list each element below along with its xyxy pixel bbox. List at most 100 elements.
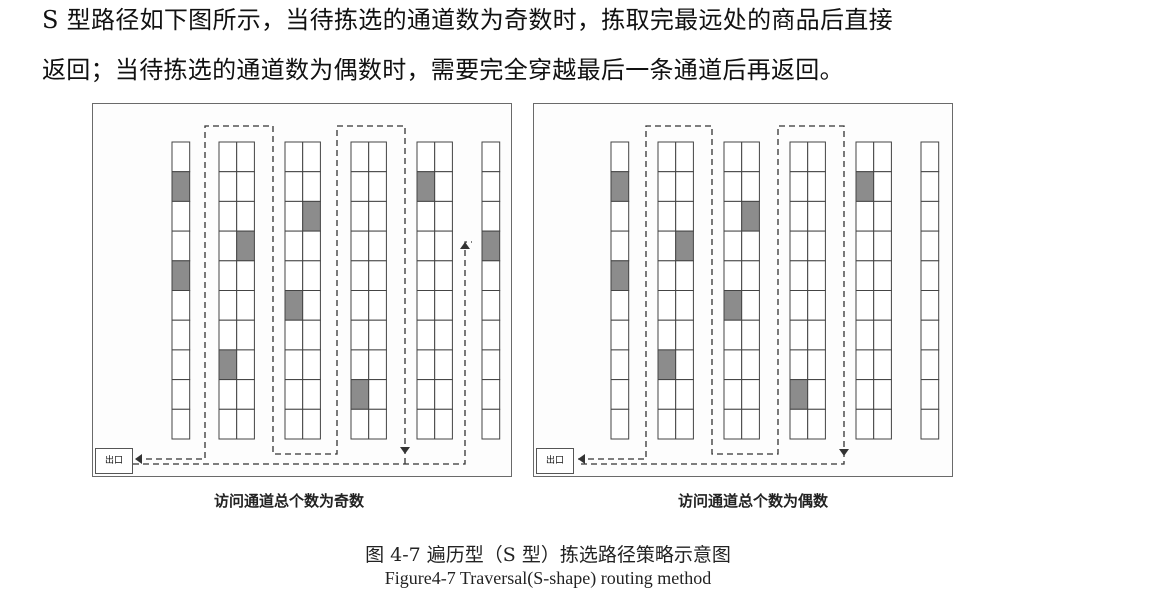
odd-pick-slot — [302, 200, 321, 232]
warehouse-diagram-odd: 出口 — [92, 103, 512, 477]
odd-rack-cell — [218, 171, 238, 202]
even-rack-cell — [789, 230, 809, 262]
even-rack-cell — [920, 290, 940, 321]
caption-even: 访问通道总个数为偶数 — [678, 492, 829, 510]
even-rack-cell — [807, 349, 826, 381]
odd-rack-cell — [302, 230, 321, 262]
undefined-route-path — [133, 125, 472, 465]
odd-rack-cell — [481, 379, 501, 410]
even-rack-cell — [610, 379, 630, 410]
odd-rack-cell — [350, 200, 370, 232]
even-rack-cell — [855, 260, 875, 292]
odd-rack-cell — [302, 141, 321, 173]
exit-label-even: 出口 — [536, 448, 574, 474]
odd-pick-slot — [171, 260, 191, 292]
odd-rack-cell — [416, 408, 436, 440]
odd-rack-cell — [481, 408, 501, 440]
even-pick-slot — [610, 171, 630, 202]
even-rack-cell — [675, 200, 694, 232]
paragraph-line-1: S 型路径如下图所示，当待拣选的通道数为奇数时，拣取完最远处的商品后直接 — [42, 6, 893, 34]
even-rack-cell — [807, 171, 826, 202]
even-rack-cell — [873, 349, 892, 381]
odd-rack-cell — [236, 379, 255, 410]
even-rack-cell — [723, 171, 743, 202]
even-route-arrow — [578, 454, 585, 464]
even-rack-cell — [789, 290, 809, 321]
odd-rack-cell — [481, 349, 501, 381]
even-pick-slot — [741, 200, 760, 232]
even-rack-cell — [657, 230, 677, 262]
even-rack-cell — [920, 349, 940, 381]
even-pick-slot — [789, 379, 809, 410]
odd-pick-slot — [236, 230, 255, 262]
odd-route-arrow — [460, 242, 470, 249]
even-rack-cell — [610, 349, 630, 381]
even-rack-cell — [610, 230, 630, 262]
even-rack-cell — [873, 319, 892, 351]
odd-rack-cell — [350, 349, 370, 381]
odd-rack-cell — [434, 141, 453, 173]
odd-rack-cell — [236, 408, 255, 440]
odd-pick-slot — [416, 171, 436, 202]
warehouse-diagram-even: 出口 — [533, 103, 953, 477]
even-rack-cell — [920, 408, 940, 440]
odd-rack-cell — [218, 260, 238, 292]
odd-pick-slot — [481, 230, 501, 262]
even-rack-cell — [657, 200, 677, 232]
even-rack-cell — [873, 200, 892, 232]
even-rack-cell — [855, 230, 875, 262]
odd-rack-cell — [368, 290, 387, 321]
odd-rack-cell — [416, 200, 436, 232]
even-rack-cell — [920, 379, 940, 410]
odd-rack-cell — [416, 260, 436, 292]
even-rack-cell — [723, 141, 743, 173]
odd-rack-cell — [171, 349, 191, 381]
odd-pick-slot — [284, 290, 304, 321]
odd-rack-cell — [416, 290, 436, 321]
odd-rack-cell — [434, 230, 453, 262]
odd-pick-slot — [218, 349, 238, 381]
odd-rack-cell — [302, 290, 321, 321]
diagram-even-canvas — [578, 125, 940, 465]
odd-rack-cell — [284, 379, 304, 410]
even-rack-cell — [807, 141, 826, 173]
even-rack-cell — [723, 230, 743, 262]
odd-rack-cell — [218, 319, 238, 351]
even-pick-slot — [723, 290, 743, 321]
even-rack-cell — [873, 290, 892, 321]
odd-rack-cell — [368, 260, 387, 292]
even-rack-cell — [610, 200, 630, 232]
even-rack-cell — [807, 379, 826, 410]
odd-rack-cell — [434, 319, 453, 351]
odd-rack-cell — [350, 230, 370, 262]
paragraph-line-2: 返回；当待拣选的通道数为偶数时，需要完全穿越最后一条通道后再返回。 — [42, 56, 844, 84]
odd-rack-cell — [236, 349, 255, 381]
even-rack-cell — [807, 230, 826, 262]
figure-caption-zh: 图 4-7 遍历型（S 型）拣选路径策略示意图 — [365, 544, 731, 566]
odd-rack-cell — [284, 319, 304, 351]
even-rack-cell — [723, 408, 743, 440]
undefined-route-path — [578, 125, 845, 465]
even-rack-cell — [855, 349, 875, 381]
even-rack-cell — [789, 171, 809, 202]
even-rack-cell — [675, 349, 694, 381]
even-rack-cell — [789, 408, 809, 440]
even-rack-cell — [657, 171, 677, 202]
odd-rack-cell — [416, 319, 436, 351]
odd-rack-cell — [302, 408, 321, 440]
odd-rack-cell — [368, 349, 387, 381]
odd-pick-slot — [350, 379, 370, 410]
even-rack-cell — [920, 319, 940, 351]
odd-rack-cell — [171, 141, 191, 173]
odd-rack-cell — [368, 200, 387, 232]
even-rack-cell — [807, 200, 826, 232]
odd-rack-cell — [350, 408, 370, 440]
even-rack-cell — [675, 141, 694, 173]
odd-rack-cell — [171, 290, 191, 321]
odd-rack-cell — [218, 408, 238, 440]
even-rack-cell — [675, 260, 694, 292]
even-rack-cell — [920, 141, 940, 173]
even-rack-cell — [723, 200, 743, 232]
even-pick-slot — [675, 230, 694, 262]
even-rack-cell — [675, 379, 694, 410]
